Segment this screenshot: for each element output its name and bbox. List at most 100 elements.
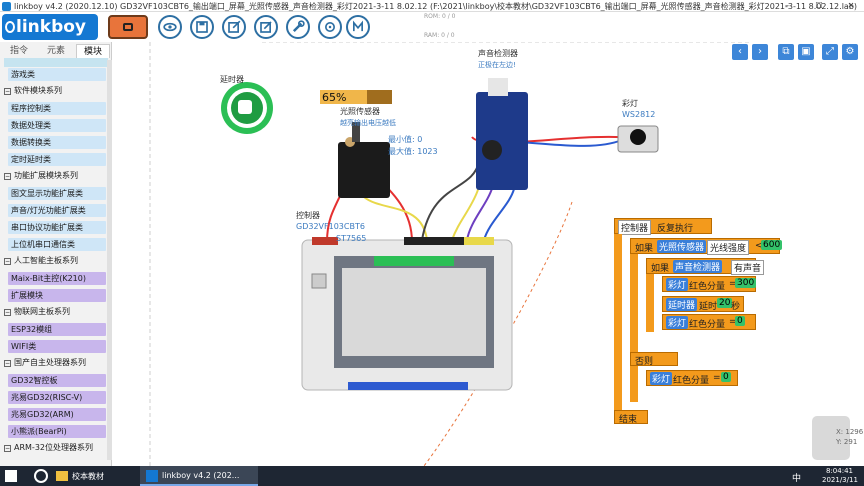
run-button[interactable] xyxy=(108,15,148,39)
sidebar-group[interactable]: −功能扩展模块系列 xyxy=(4,170,78,182)
tab-modules[interactable]: 模块 xyxy=(76,44,110,58)
sidebar-group[interactable]: −ARM-32位处理器系列 xyxy=(4,442,93,454)
sidebar-item[interactable]: 数据转换类 xyxy=(8,136,106,149)
end-block[interactable]: 结束 xyxy=(614,410,648,425)
collapse-icon[interactable]: − xyxy=(4,88,11,95)
sidebar-item[interactable]: WIFI类 xyxy=(8,340,106,353)
sidebar-item[interactable]: 数据处理类 xyxy=(8,119,106,132)
equals-1: = xyxy=(729,279,737,289)
delay-ref: 延时器 xyxy=(666,298,698,311)
delay-block[interactable]: 延时器 延时 20 秒 xyxy=(662,296,744,312)
scrolled-item xyxy=(4,58,108,67)
set-red-300-block[interactable]: 彩灯 红色分量 = 300 xyxy=(662,276,757,292)
save-button[interactable] xyxy=(190,15,214,39)
if-sound-block[interactable]: 如果 声音检测器 有声音 xyxy=(646,258,765,275)
trash-icon xyxy=(812,416,850,460)
sidebar-item[interactable]: GD32智控板 xyxy=(8,374,106,387)
sidebar-item[interactable]: 扩展模块 xyxy=(8,289,106,302)
sidebar-group[interactable]: −国产自主处理器系列 xyxy=(4,357,86,369)
red-label-3: 红色分量 xyxy=(673,376,710,386)
view-button[interactable] xyxy=(158,15,182,39)
sidebar-group[interactable]: −人工智能主板系列 xyxy=(4,255,78,267)
else-block[interactable]: 否则 xyxy=(630,352,678,367)
set-red-0-block[interactable]: 彩灯 红色分量 = 0 xyxy=(662,314,756,330)
m-button[interactable] xyxy=(346,15,370,39)
sidebar-item[interactable]: 兆易GD32(RISC-V) xyxy=(8,391,106,404)
taskbar-app-button[interactable] xyxy=(140,466,258,486)
coord-y: Y: 291 xyxy=(836,438,858,446)
lamp-subtitle: WS2812 xyxy=(622,110,656,119)
sidebar-group[interactable]: −软件模块系列 xyxy=(4,85,62,97)
wrench-icon xyxy=(292,20,305,33)
prev-button[interactable]: ‹ xyxy=(732,44,748,60)
if-sound-label: 如果 xyxy=(651,264,670,274)
controller-screen-chip: ST7565 xyxy=(336,234,367,243)
logo-ring-icon xyxy=(5,21,15,33)
rom-usage: ROM: 0 / 0 xyxy=(424,13,456,20)
copy-button[interactable]: ⧉ xyxy=(778,44,794,60)
edit-button[interactable] xyxy=(254,15,278,39)
collapse-icon[interactable]: − xyxy=(4,173,11,180)
tools-button[interactable] xyxy=(286,15,310,39)
save-as-button[interactable] xyxy=(222,15,246,39)
windows-start-icon[interactable] xyxy=(5,470,17,482)
less-than: < xyxy=(755,241,763,251)
loop-label: 反复执行 xyxy=(657,224,694,234)
clock-time: 8:04:41 xyxy=(826,467,853,475)
wire-black-1 xyxy=(421,161,480,241)
sidebar-item[interactable]: Maix-Bit主控(K210) xyxy=(8,272,106,285)
sidebar-item[interactable]: 程序控制类 xyxy=(8,102,106,115)
settings-button[interactable]: ⚙ xyxy=(842,44,858,60)
sidebar-item[interactable]: ESP32模组 xyxy=(8,323,106,336)
sidebar-item[interactable]: 声音/灯光功能扩展类 xyxy=(8,204,106,217)
percent-bar-fill xyxy=(320,90,367,104)
if-light-block[interactable]: 如果 光照传感器 光线强度 < 600 xyxy=(630,238,783,255)
lcd-screen xyxy=(342,268,486,356)
equals-3: = xyxy=(713,373,721,383)
sidebar-group-label: 国产自主处理器系列 xyxy=(14,358,86,367)
end-label: 结束 xyxy=(619,415,638,425)
folder-icon[interactable] xyxy=(56,471,68,481)
else-spine xyxy=(630,366,638,402)
logo-text: linkboy xyxy=(16,17,86,37)
sidebar-item[interactable]: 兆易GD32(ARM) xyxy=(8,408,106,421)
taskbar-folder-label[interactable]: 校本教材 xyxy=(72,472,104,481)
sidebar-item[interactable]: 图文显示功能扩展类 xyxy=(8,187,106,200)
module-button[interactable] xyxy=(318,15,342,39)
fit-button[interactable]: ⤢ xyxy=(822,44,838,60)
sidebar-group[interactable]: −物联网主板系列 xyxy=(4,306,70,318)
sidebar-item[interactable]: 定时延时类 xyxy=(8,153,106,166)
loop-spine xyxy=(614,234,622,410)
delay-label: 延时 xyxy=(699,302,718,312)
clock-date: 2021/3/11 xyxy=(822,476,858,484)
sidebar-group-label: ARM-32位处理器系列 xyxy=(14,443,93,452)
collapse-icon[interactable]: − xyxy=(4,360,11,367)
loop-header-block[interactable]: 控制器 反复执行 xyxy=(614,218,712,235)
sidebar-scrollbar[interactable] xyxy=(107,60,112,460)
sidebar-item[interactable]: 上位机串口通信类 xyxy=(8,238,106,251)
sidebar-item[interactable]: 小熊派(BearPi) xyxy=(8,425,106,438)
minimize-icon[interactable]: – xyxy=(785,1,789,10)
light-sensor-title: 光照传感器 xyxy=(340,107,380,116)
input-method-label[interactable]: 中 xyxy=(792,474,802,484)
maximize-icon[interactable]: ☐ xyxy=(815,1,823,10)
paste-button[interactable]: ▣ xyxy=(798,44,814,60)
light-property: 光线强度 xyxy=(707,240,750,255)
loop-target: 控制器 xyxy=(618,220,652,235)
tab-instructions[interactable]: 指令 xyxy=(9,46,28,56)
collapse-icon[interactable]: − xyxy=(4,258,11,265)
red-label-1: 红色分量 xyxy=(689,282,726,292)
collapse-icon[interactable]: − xyxy=(4,309,11,316)
tab-elements[interactable]: 元素 xyxy=(46,46,65,56)
stop-icon xyxy=(123,23,133,31)
else-label: 否则 xyxy=(635,357,654,367)
close-icon[interactable]: ✕ xyxy=(847,1,855,10)
sidebar-item[interactable]: 游戏类 xyxy=(8,68,106,81)
sidebar-item[interactable]: 串口协议功能扩展类 xyxy=(8,221,106,234)
collapse-icon[interactable]: − xyxy=(4,445,11,452)
sidebar-group-label: 软件模块系列 xyxy=(14,86,62,95)
set-red-else-block[interactable]: 彩灯 红色分量 = 0 xyxy=(646,370,738,386)
next-button[interactable]: › xyxy=(752,44,768,60)
design-canvas[interactable]: 延时器 65% 光照传感器 越亮输出电压越低 最小值: 0 最大值: 1023 … xyxy=(112,42,864,466)
search-icon[interactable] xyxy=(34,469,48,483)
